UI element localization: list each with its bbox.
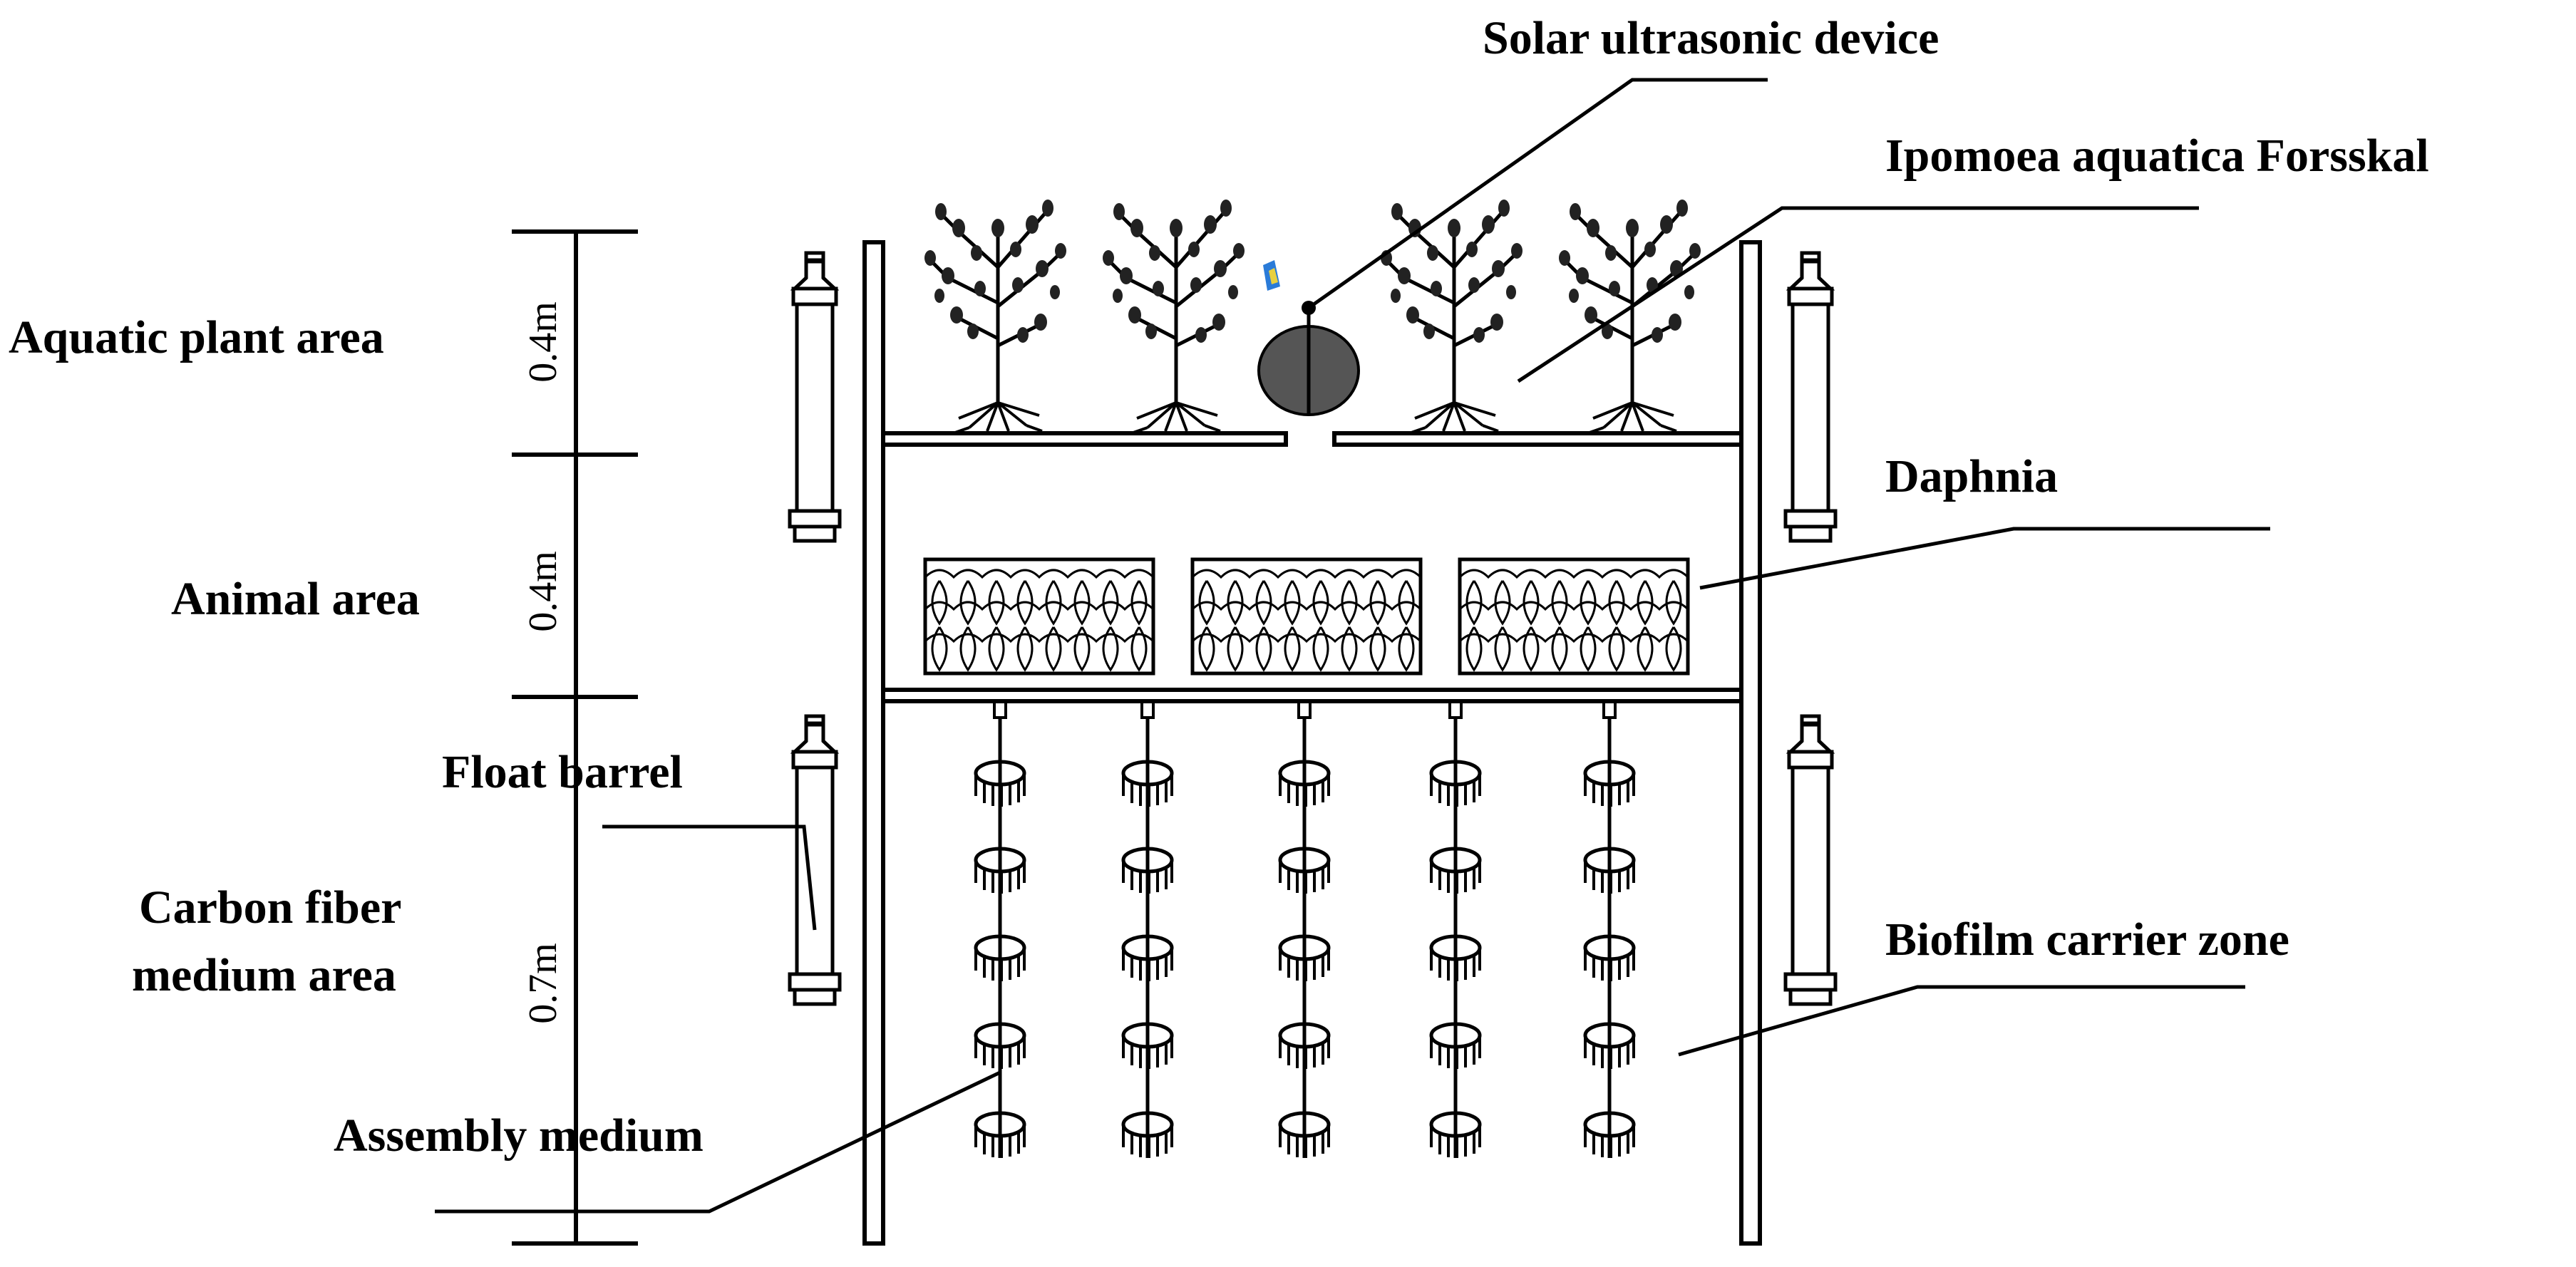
ipomoea-plant: [1103, 200, 1245, 433]
label-ipomoea-aquatica: Ipomoea aquatica Forsskal: [1885, 130, 2429, 182]
float-barrel-bottom-left: [790, 716, 840, 1004]
label-assembly-medium: Assembly medium: [334, 1110, 704, 1162]
height-scale-bar: [512, 229, 638, 1246]
assembly-medium-column: [1280, 702, 1329, 1158]
label-float-barrel: Float barrel: [442, 746, 683, 798]
label-aquatic-plant-area: Aquatic plant area: [9, 311, 384, 363]
assembly-medium-column: [1431, 702, 1480, 1158]
label-carbon-fiber-line1: Carbon fiber: [139, 881, 401, 934]
ipomoea-plant: [924, 200, 1066, 433]
daphnia-net: [1192, 559, 1421, 673]
float-barrel-top-left: [790, 253, 840, 541]
label-solar-ultrasonic-device: Solar ultrasonic device: [1483, 12, 1939, 64]
label-animal-area: Animal area: [171, 573, 420, 625]
dimension-middle: 0.4m: [521, 551, 565, 632]
label-carbon-fiber-line2: medium area: [132, 949, 396, 1001]
assembly-medium-column: [1585, 702, 1634, 1158]
assembly-medium-column: [1123, 702, 1172, 1158]
bed-frame: [862, 240, 1762, 1246]
solar-ultrasonic-device: [1257, 260, 1360, 416]
dimension-bottom: 0.7m: [521, 943, 565, 1024]
label-biofilm-carrier-zone: Biofilm carrier zone: [1885, 914, 2289, 966]
assembly-medium-group: [976, 702, 1634, 1158]
dimension-top: 0.4m: [521, 301, 565, 383]
ipomoea-plant: [1381, 200, 1523, 433]
float-barrel-bottom-right: [1786, 716, 1835, 1004]
assembly-medium-column: [976, 702, 1024, 1158]
ipomoea-plant: [1559, 200, 1701, 433]
label-daphnia: Daphnia: [1885, 450, 2058, 502]
daphnia-net: [1460, 559, 1688, 673]
float-barrel-top-right: [1786, 253, 1835, 541]
daphnia-net-group: [925, 559, 1688, 673]
daphnia-net: [925, 559, 1153, 673]
leader-lines: [435, 78, 2270, 1214]
